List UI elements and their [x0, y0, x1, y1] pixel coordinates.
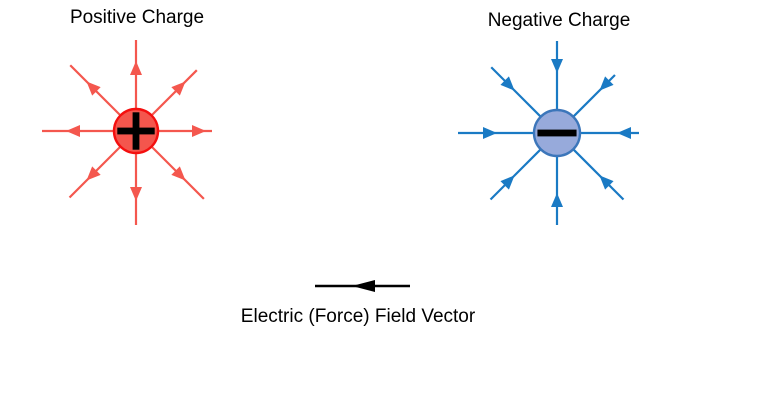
field-arrowhead [171, 81, 186, 96]
field-line [68, 142, 125, 199]
field-arrowhead [86, 81, 101, 96]
field-line [490, 66, 545, 121]
field-line [569, 145, 625, 201]
field-arrowhead [130, 187, 142, 201]
field-arrowhead [483, 127, 497, 139]
positive-charge-figure [42, 40, 212, 225]
legend-arrow [315, 280, 410, 292]
field-arrowhead [130, 61, 142, 75]
legend-label: Electric (Force) Field Vector [240, 306, 476, 327]
field-arrowhead [599, 175, 614, 190]
negative-charge-title: Negative Charge [487, 10, 631, 31]
field-line [147, 69, 198, 120]
plus-symbol-vertical-bar [132, 112, 140, 150]
field-arrowhead [500, 175, 515, 190]
field-arrowhead [192, 125, 206, 137]
field-line [69, 64, 125, 120]
field-arrowhead [599, 76, 614, 91]
field-arrowhead [86, 166, 101, 181]
field-arrowhead [66, 125, 80, 137]
positive-charge-title: Positive Charge [69, 7, 205, 28]
minus-symbol [537, 129, 577, 137]
negative-charge-figure [458, 41, 639, 225]
legend-arrowhead [352, 280, 375, 292]
field-arrowhead [551, 193, 563, 207]
field-arrowhead [617, 127, 631, 139]
field-line [489, 145, 545, 201]
field-arrowhead [551, 59, 563, 73]
field-arrowhead [500, 76, 515, 91]
field-arrowhead [171, 166, 186, 181]
